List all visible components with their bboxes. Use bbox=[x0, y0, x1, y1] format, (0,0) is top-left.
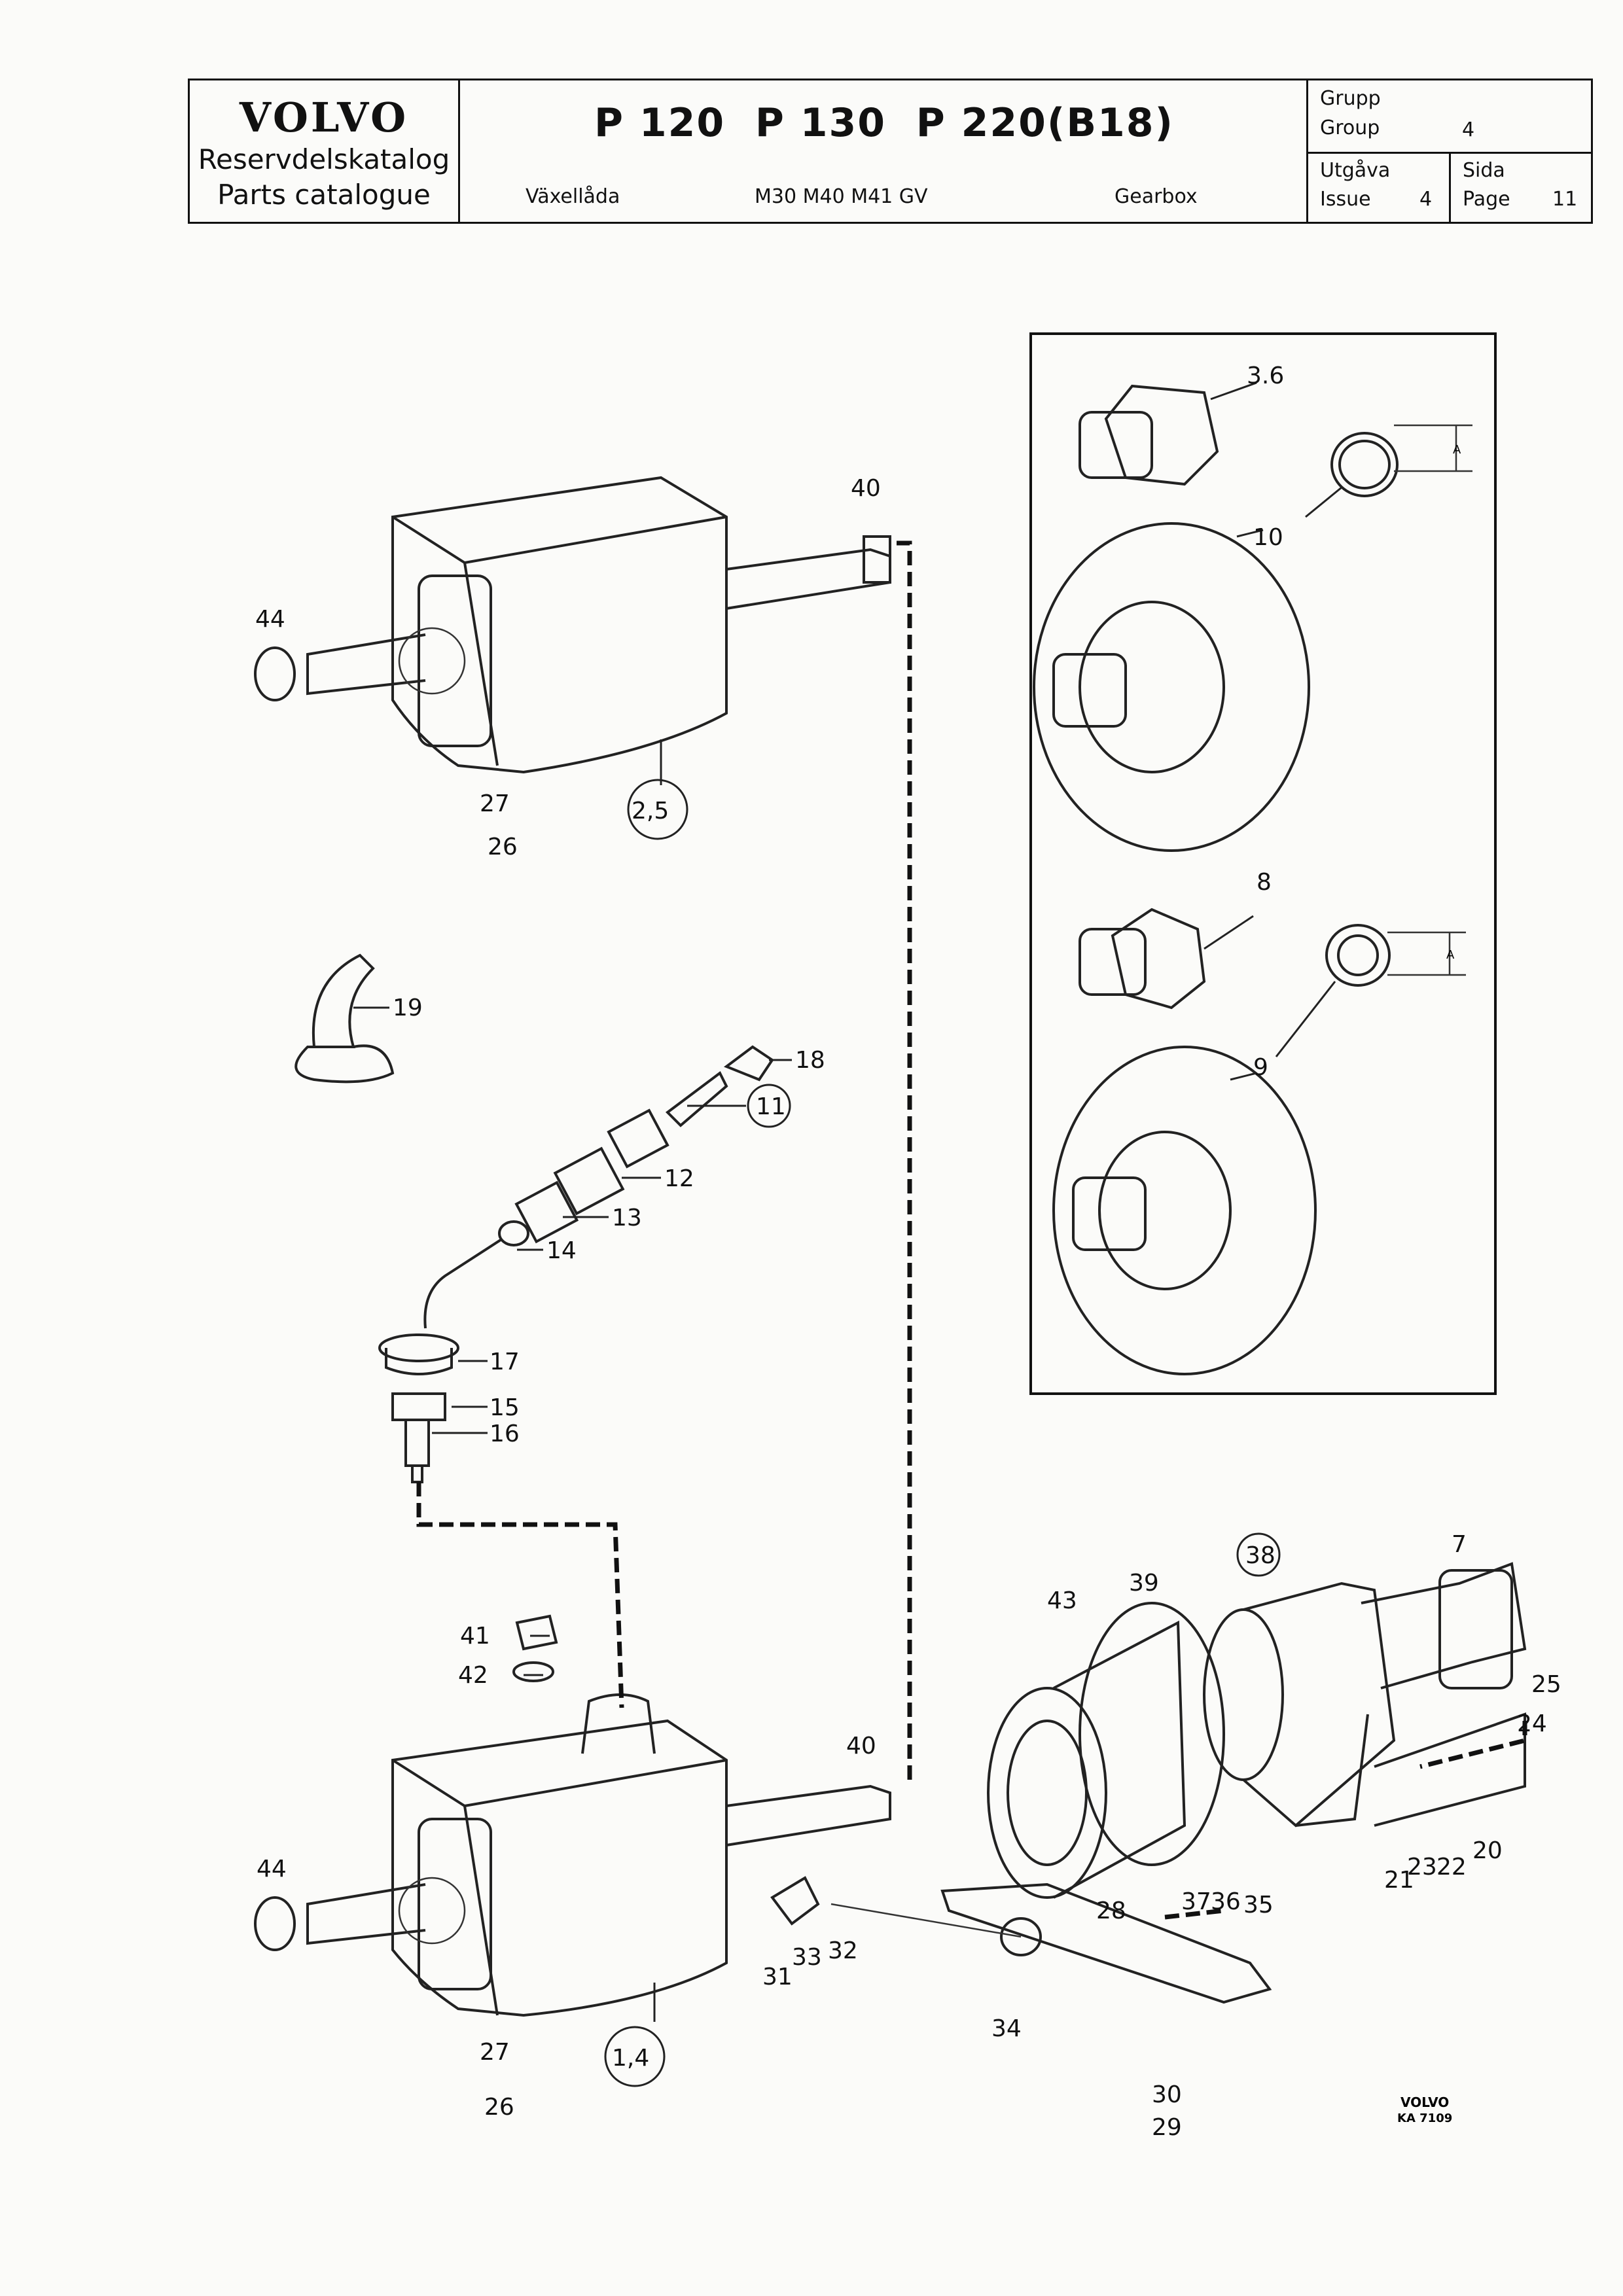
callout-circle-11 bbox=[747, 1084, 791, 1128]
section-name-sv: Växellåda bbox=[526, 185, 620, 208]
callout-label: 26 bbox=[484, 2094, 514, 2121]
issue-label-sv: Utgåva bbox=[1320, 159, 1391, 182]
callout-label: 28 bbox=[1096, 1898, 1126, 1924]
callout-label: 26 bbox=[488, 834, 518, 860]
callout-label: 44 bbox=[257, 1856, 287, 1882]
gear-lever-parts bbox=[294, 953, 774, 1483]
callout-label: 27 bbox=[480, 790, 510, 817]
callout-label: 21 bbox=[1384, 1867, 1414, 1894]
callout-label: 9 bbox=[1253, 1054, 1268, 1081]
group-label-en: Group bbox=[1320, 116, 1380, 139]
catalog-title-en: Parts catalogue bbox=[217, 179, 431, 211]
dimension-label-a: A bbox=[1453, 443, 1461, 457]
leader-lines bbox=[353, 381, 1342, 2022]
callout-label: 15 bbox=[490, 1394, 520, 1421]
upper-gearbox-drawing bbox=[254, 476, 891, 774]
group-value: 4 bbox=[1462, 118, 1475, 141]
callout-circle-2-5 bbox=[627, 779, 688, 840]
callout-label: 10 bbox=[1253, 524, 1283, 551]
brand-cell: VOLVO Reservdelskatalog Parts catalogue bbox=[190, 80, 460, 222]
callout-label: 3.6 bbox=[1247, 362, 1284, 389]
callout-label: 22 bbox=[1436, 1854, 1467, 1881]
section-name-en: Gearbox bbox=[1115, 185, 1198, 208]
page-value: 11 bbox=[1552, 188, 1578, 211]
callout-label: 42 bbox=[458, 1662, 488, 1689]
callout-label: 11 bbox=[756, 1093, 786, 1120]
overdrive-unit-drawing bbox=[987, 1562, 1527, 1899]
callout-label: 20 bbox=[1472, 1837, 1503, 1864]
issue-value: 4 bbox=[1419, 188, 1433, 211]
callout-label: 37 bbox=[1181, 1888, 1211, 1915]
callout-label: 17 bbox=[490, 1349, 520, 1375]
drawing-code: KA 7109 bbox=[1397, 2111, 1452, 2125]
callout-label: 38 bbox=[1245, 1542, 1275, 1569]
callout-label: 32 bbox=[828, 1937, 858, 1964]
inset-frame bbox=[1029, 332, 1497, 1395]
callout-label: 35 bbox=[1243, 1892, 1274, 1918]
callout-label: 8 bbox=[1257, 869, 1272, 896]
callout-label: 1,4 bbox=[612, 2045, 649, 2072]
callout-label: 36 bbox=[1211, 1888, 1241, 1915]
callout-label: 29 bbox=[1152, 2114, 1182, 2141]
page-label-en: Page bbox=[1463, 188, 1510, 211]
callout-label: 40 bbox=[846, 1733, 876, 1759]
callout-label: 13 bbox=[612, 1205, 642, 1231]
group-label-sv: Grupp bbox=[1320, 87, 1381, 110]
lower-gearbox-drawing bbox=[254, 1614, 891, 2017]
connector-lines bbox=[416, 540, 1527, 1920]
callout-label: 18 bbox=[795, 1047, 825, 1074]
brand-logo-text: VOLVO bbox=[239, 94, 409, 141]
dimension-label-a: A bbox=[1446, 948, 1455, 962]
callout-label: 2,5 bbox=[632, 798, 669, 824]
header-block: VOLVO Reservdelskatalog Parts catalogue … bbox=[188, 79, 1593, 224]
callout-label: 12 bbox=[664, 1165, 694, 1192]
callout-label: 31 bbox=[762, 1964, 793, 1990]
page-label-sv: Sida bbox=[1463, 159, 1505, 182]
callout-label: 39 bbox=[1129, 1570, 1159, 1597]
callout-label: 33 bbox=[792, 1944, 822, 1971]
drawing-brand-mark: VOLVO bbox=[1400, 2094, 1449, 2110]
issue-cell: Utgåva Issue 4 bbox=[1308, 154, 1451, 222]
callout-label: 19 bbox=[393, 995, 423, 1021]
callout-circle-38 bbox=[1236, 1532, 1281, 1577]
callout-label: 44 bbox=[255, 606, 285, 633]
callout-label: 43 bbox=[1047, 1587, 1077, 1614]
callout-label: 30 bbox=[1152, 2081, 1182, 2108]
callout-label: 24 bbox=[1517, 1710, 1547, 1737]
callout-label: 27 bbox=[480, 2039, 510, 2066]
callout-label: 14 bbox=[546, 1237, 577, 1264]
callout-circle-1-4 bbox=[604, 2026, 666, 2087]
model-list: P 120 P 130 P 220(B18) bbox=[594, 100, 1174, 146]
callout-label: 34 bbox=[991, 2015, 1022, 2042]
crossmember-drawing bbox=[770, 1876, 1272, 2004]
title-cell: P 120 P 130 P 220(B18) Växellåda M30 M40… bbox=[460, 80, 1308, 222]
callout-label: 25 bbox=[1531, 1671, 1561, 1698]
callout-label: 16 bbox=[490, 1421, 520, 1447]
page-cell: Sida Page 11 bbox=[1451, 154, 1591, 222]
group-cell: Grupp Group 4 bbox=[1308, 80, 1591, 154]
callout-label: 7 bbox=[1452, 1531, 1467, 1558]
callout-label: 23 bbox=[1407, 1854, 1437, 1881]
callout-label: 41 bbox=[460, 1623, 490, 1650]
gearbox-variants: M30 M40 M41 GV bbox=[755, 185, 928, 208]
callout-label: 40 bbox=[851, 475, 881, 502]
catalog-title-sv: Reservdelskatalog bbox=[198, 143, 450, 175]
inset-hub-parts bbox=[1033, 384, 1472, 1375]
issue-label-en: Issue bbox=[1320, 188, 1371, 211]
